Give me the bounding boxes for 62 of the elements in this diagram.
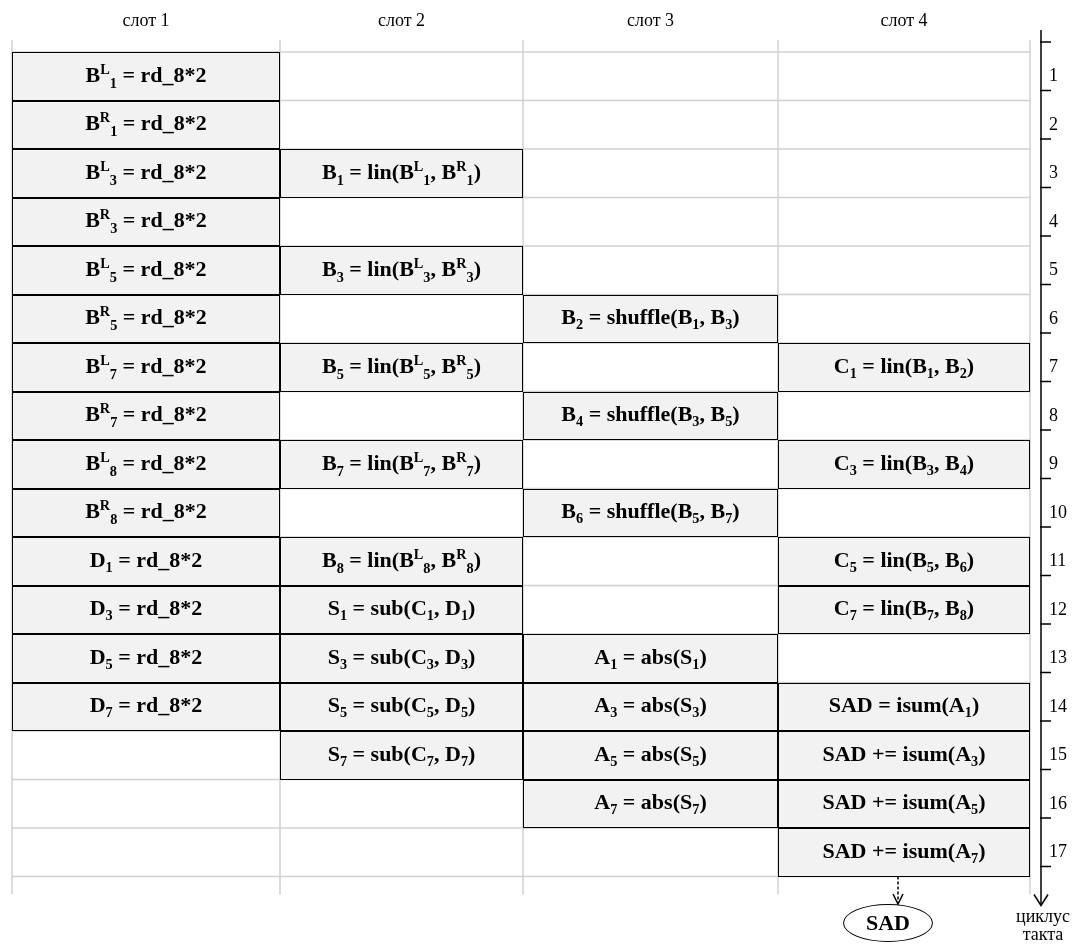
operation-cell: D$_{3}$ = rd_8*2 bbox=[12, 585, 280, 634]
operation-cell: B$^{R}$$_{3}$ = rd_8*2 bbox=[12, 197, 280, 246]
operation-cell: S$_{7}$ = sub(C$_{7}$, D$_{7}$) bbox=[280, 731, 523, 780]
operation-cell: D$_{5}$ = rd_8*2 bbox=[12, 634, 280, 683]
operation-cell: SAD += isum(A$_{3}$) bbox=[778, 731, 1030, 780]
operation-cell: D$_{7}$ = rd_8*2 bbox=[12, 682, 280, 731]
cycle-number: 11 bbox=[1049, 550, 1067, 571]
operation-cell: A$_{3}$ = abs(S$_{3}$) bbox=[523, 682, 778, 731]
operation-cell: S$_{3}$ = sub(C$_{3}$, D$_{3}$) bbox=[280, 634, 523, 683]
operation-cell: A$_{5}$ = abs(S$_{5}$) bbox=[523, 731, 778, 780]
cycle-number: 6 bbox=[1049, 307, 1058, 329]
operation-cell: B$_{4}$ = shuffle(B$_{3}$, B$_{5}$) bbox=[523, 391, 778, 440]
result-oval: SAD bbox=[843, 904, 933, 942]
operation-cell: B$_{8}$ = lin(B$^{L}$$_{8}$, B$^{R}$$_{8}$) bbox=[280, 537, 523, 586]
cycle-number: 2 bbox=[1049, 113, 1058, 135]
operation-cell: B$^{R}$$_{7}$ = rd_8*2 bbox=[12, 391, 280, 440]
operation-cell: B$_{3}$ = lin(B$^{L}$$_{3}$, B$^{R}$$_{3}$) bbox=[280, 246, 523, 295]
operation-cell: C$_{7}$ = lin(B$_{7}$, B$_{8}$) bbox=[778, 585, 1030, 634]
column-header: слот 3 bbox=[627, 10, 675, 31]
cycle-number: 15 bbox=[1049, 744, 1067, 765]
cycle-number: 10 bbox=[1049, 501, 1067, 523]
operation-cell: B$_{7}$ = lin(B$^{L}$$_{7}$, B$^{R}$$_{7}$) bbox=[280, 440, 523, 489]
axis-label: циклус такта bbox=[1015, 907, 1071, 943]
cycle-number: 16 bbox=[1049, 792, 1067, 814]
operation-cell: B$_{2}$ = shuffle(B$_{1}$, B$_{3}$) bbox=[523, 294, 778, 343]
operation-cell: D$_{1}$ = rd_8*2 bbox=[12, 537, 280, 586]
operation-cell: SAD += isum(A$_{7}$) bbox=[778, 828, 1030, 877]
operation-cell: C$_{3}$ = lin(B$_{3}$, B$_{4}$) bbox=[778, 440, 1030, 489]
cycle-number: 13 bbox=[1049, 647, 1067, 668]
cycle-number: 14 bbox=[1049, 695, 1067, 717]
operation-cell: B$_{6}$ = shuffle(B$_{5}$, B$_{7}$) bbox=[523, 488, 778, 537]
operation-cell: S$_{1}$ = sub(C$_{1}$, D$_{1}$) bbox=[280, 585, 523, 634]
cycle-number: 3 bbox=[1049, 162, 1058, 183]
operation-cell: A$_{7}$ = abs(S$_{7}$) bbox=[523, 779, 778, 828]
cycle-number: 12 bbox=[1049, 598, 1067, 620]
operation-cell: B$_{5}$ = lin(B$^{L}$$_{5}$, B$^{R}$$_{5}$) bbox=[280, 343, 523, 392]
operation-cell: SAD += isum(A$_{5}$) bbox=[778, 779, 1030, 828]
operation-cell: B$^{R}$$_{5}$ = rd_8*2 bbox=[12, 294, 280, 343]
operation-cell: S$_{5}$ = sub(C$_{5}$, D$_{5}$) bbox=[280, 682, 523, 731]
operation-cell: SAD = isum(A$_{1}$) bbox=[778, 682, 1030, 731]
column-header: слот 1 bbox=[122, 10, 170, 31]
operation-cell: B$^{L}$$_{5}$ = rd_8*2 bbox=[12, 246, 280, 295]
cycle-number: 1 bbox=[1049, 65, 1058, 86]
operation-cell: B$^{L}$$_{8}$ = rd_8*2 bbox=[12, 440, 280, 489]
cycle-number: 5 bbox=[1049, 259, 1058, 280]
cycle-number: 7 bbox=[1049, 356, 1058, 377]
arrow bbox=[892, 875, 904, 905]
operation-cell: B$^{L}$$_{1}$ = rd_8*2 bbox=[12, 52, 280, 101]
operation-cell: B$^{R}$$_{8}$ = rd_8*2 bbox=[12, 488, 280, 537]
operation-cell: C$_{5}$ = lin(B$_{5}$, B$_{6}$) bbox=[778, 537, 1030, 586]
operation-cell: C$_{1}$ = lin(B$_{1}$, B$_{2}$) bbox=[778, 343, 1030, 392]
operation-cell: B$_{1}$ = lin(B$^{L}$$_{1}$, B$^{R}$$_{1}$) bbox=[280, 149, 523, 198]
operation-cell: B$^{L}$$_{3}$ = rd_8*2 bbox=[12, 149, 280, 198]
operation-cell: B$^{R}$$_{1}$ = rd_8*2 bbox=[12, 100, 280, 149]
column-header: слот 4 bbox=[880, 10, 928, 31]
operation-cell: B$^{L}$$_{7}$ = rd_8*2 bbox=[12, 343, 280, 392]
cycle-number: 17 bbox=[1049, 841, 1067, 862]
column-header: слот 2 bbox=[378, 10, 426, 31]
cycle-number: 9 bbox=[1049, 453, 1058, 474]
cycle-number: 4 bbox=[1049, 210, 1058, 232]
operation-cell: A$_{1}$ = abs(S$_{1}$) bbox=[523, 634, 778, 683]
cycle-number: 8 bbox=[1049, 404, 1058, 426]
